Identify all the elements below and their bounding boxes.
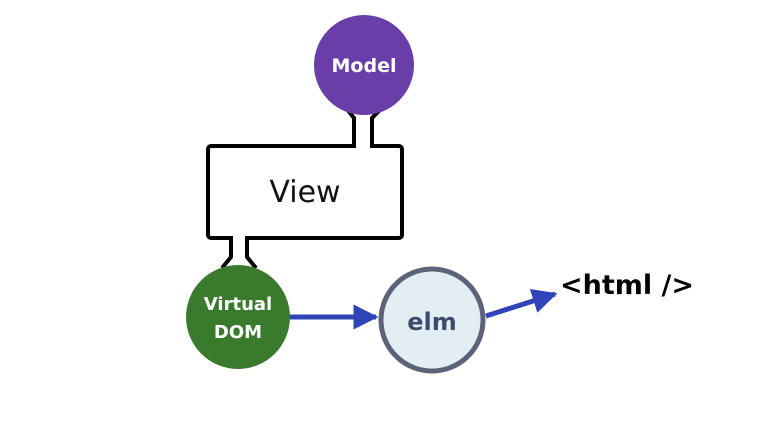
elm-label: elm <box>407 308 457 336</box>
virtual-dom-node <box>186 265 290 369</box>
model-label: Model <box>332 55 397 77</box>
virtual-dom-label-line1: Virtual <box>204 294 272 315</box>
elm-to-html-arrow <box>485 288 558 319</box>
html-output-label: <html /> <box>560 270 694 301</box>
virtual-dom-label-line2: DOM <box>214 322 262 343</box>
elm-node <box>378 266 486 374</box>
view-box <box>206 144 404 240</box>
view-label: View <box>269 175 340 210</box>
model-node <box>314 15 414 115</box>
view-vdom-connector <box>220 237 258 270</box>
